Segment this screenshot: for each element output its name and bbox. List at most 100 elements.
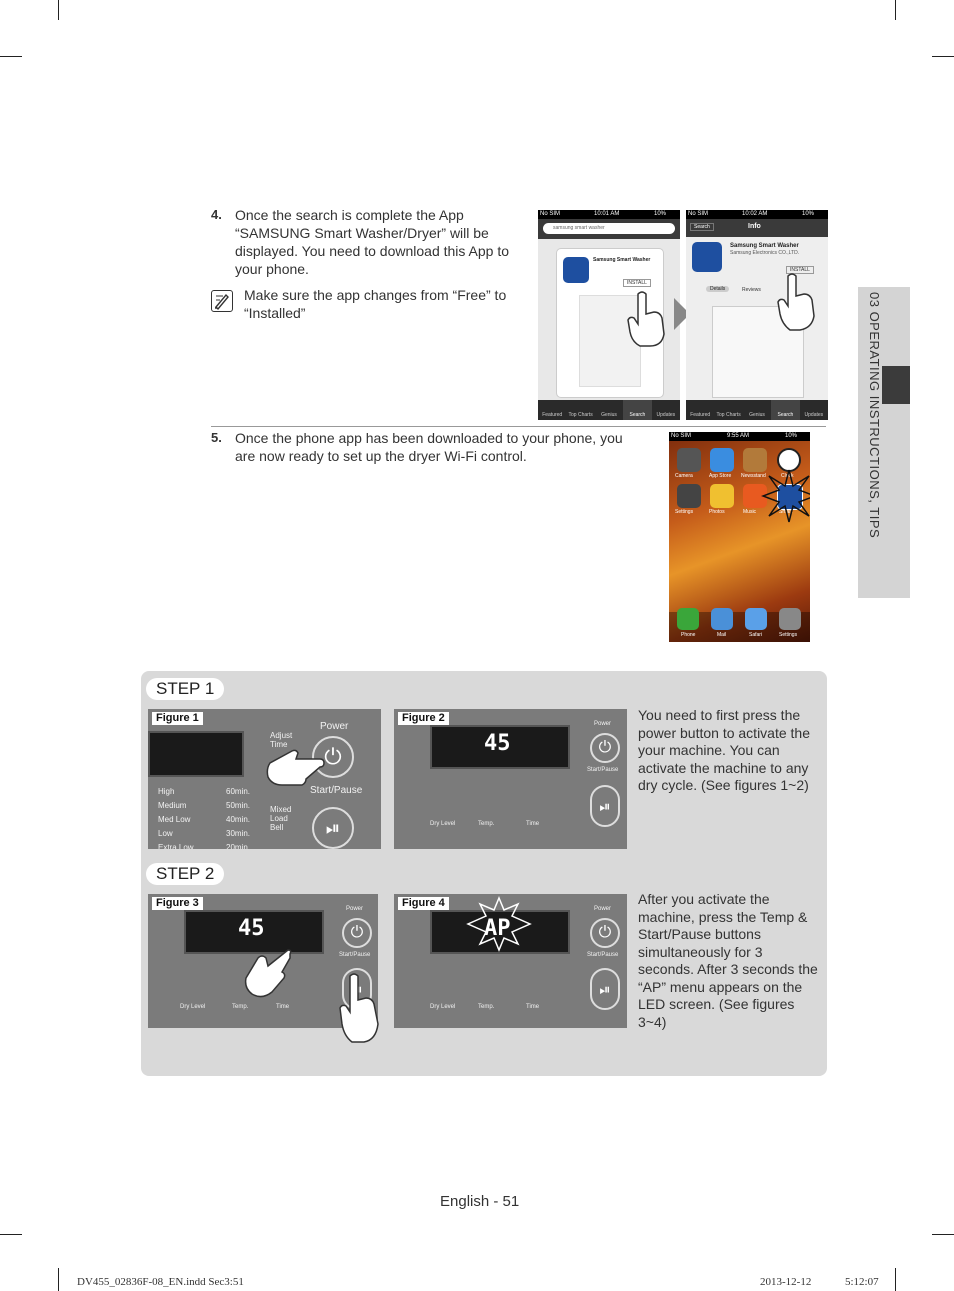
tab-search[interactable]: Search (771, 400, 800, 420)
lcd-display (148, 731, 244, 777)
lcd-display: 45 (184, 910, 324, 954)
details-tab[interactable]: Details (706, 286, 730, 292)
dock-settings[interactable] (779, 608, 801, 630)
search-input[interactable]: samsung smart washer (543, 223, 675, 234)
crop-mark (58, 1268, 59, 1291)
tab-featured[interactable]: Featured (542, 412, 563, 418)
tab-genius[interactable]: Genius (749, 412, 765, 418)
nav-title: Info (748, 223, 761, 230)
power-button[interactable]: ⏻ (590, 918, 620, 948)
app-label: Smart (779, 509, 793, 515)
print-date: 2013-12-12 (760, 1276, 812, 1288)
developer: Samsung Electronics CO.,LTD. (730, 250, 800, 256)
app-label: Photos (709, 509, 725, 515)
app-app-store[interactable] (710, 448, 734, 472)
time-label: Time (276, 1004, 290, 1010)
power-label: Power (346, 906, 364, 912)
highlight-burst-icon (466, 896, 532, 952)
time-label: Time (526, 821, 540, 827)
app-photos[interactable] (710, 484, 734, 508)
app-samsung-smart[interactable] (777, 484, 803, 510)
step-number: 4. (211, 207, 222, 222)
step-2-label: STEP 2 (146, 863, 225, 885)
tab-featured[interactable]: Featured (690, 412, 711, 418)
app-label: Camera (675, 473, 693, 479)
adjust-time-label: Adjust Time (270, 731, 293, 749)
app-clock[interactable] (777, 448, 801, 472)
crop-mark (932, 56, 954, 57)
crop-mark (895, 1268, 896, 1291)
file-info: DV455_02836F-08_EN.indd Sec3:51 (77, 1276, 244, 1288)
crop-mark (58, 0, 59, 20)
start-pause-label: Start/Pause (310, 785, 363, 796)
dock-safari[interactable] (745, 608, 767, 630)
start-pause-button[interactable]: ⏯ (312, 807, 354, 849)
temp-label: Temp. (232, 1004, 249, 1010)
hand-pointer-icon (244, 949, 292, 998)
step-text: Once the search is complete the App “SAM… (235, 207, 509, 277)
search-bar[interactable]: samsung smart washer (538, 219, 680, 239)
crop-mark (895, 0, 896, 20)
status-bar: No SIM 9:55 AM 10% (669, 432, 810, 441)
tab-genius[interactable]: Genius (601, 412, 617, 418)
hand-pointer-icon (777, 273, 815, 331)
tab-updates[interactable]: Updates (804, 412, 824, 418)
step-2-description: After you activate the machine, press th… (638, 891, 818, 1030)
start-pause-label: Start/Pause (339, 952, 371, 958)
start-pause-button[interactable]: ⏯ (590, 785, 620, 827)
start-pause-button[interactable]: ⏯ (590, 968, 620, 1010)
section-divider (211, 426, 826, 427)
step-1-description: You need to first press the power button… (638, 707, 810, 793)
power-button[interactable]: ⏻ (312, 736, 354, 778)
lcd-display: AP (430, 910, 570, 954)
time-list: 60min. 50min. 40min. 30min. 20min. (226, 787, 251, 849)
install-button[interactable]: INSTALL (623, 279, 651, 287)
step-1-label: STEP 1 (146, 678, 225, 700)
app-icon (563, 257, 589, 283)
power-label: Power (320, 721, 349, 732)
status-bar: No SIM 10:02 AM 10% (686, 210, 828, 219)
app-settings-grid[interactable] (677, 484, 701, 508)
start-pause-label: Start/Pause (587, 767, 619, 773)
figure-1: Figure 1 High Medium Med Low Low Extra L… (148, 709, 381, 849)
power-button[interactable]: ⏻ (342, 918, 372, 948)
back-button[interactable]: Search (690, 223, 714, 231)
temp-label: Temp. (478, 1004, 495, 1010)
start-pause-label: Start/Pause (587, 952, 619, 958)
tab-top-charts[interactable]: Top Charts (716, 412, 741, 418)
dry-level-label: Dry Level (430, 1004, 456, 1010)
chapter-tab-label: 03 OPERATING INSTRUCTIONS, TIPS (867, 292, 882, 539)
figure-2: Figure 2 45 Dry Level Temp. Time Power ⏻… (394, 709, 627, 849)
lcd-digits: AP (484, 916, 511, 941)
figure-3: Figure 3 45 Dry Level Temp. Time Power ⏻… (148, 894, 378, 1028)
reviews-tab[interactable]: Reviews (742, 287, 761, 293)
tab-search[interactable]: Search (623, 400, 652, 420)
app-label: Newsstand (741, 473, 766, 479)
tab-top-charts[interactable]: Top Charts (568, 412, 593, 418)
crop-mark (0, 56, 22, 57)
power-button[interactable]: ⏻ (590, 733, 620, 763)
tab-updates[interactable]: Updates (656, 412, 676, 418)
print-time: 5:12:07 (845, 1276, 879, 1288)
hand-pointer-icon (266, 749, 325, 786)
app-camera[interactable] (677, 448, 701, 472)
phone-screenshot-home: No SIM 9:55 AM 10% Camera App Store News… (669, 432, 810, 642)
status-bar: No SIM 10:01 AM 10% (538, 210, 680, 219)
app-newsstand[interactable] (743, 448, 767, 472)
step-number: 5. (211, 430, 222, 445)
nav-bar: Search Info (686, 219, 828, 237)
install-button[interactable]: INSTALL (786, 266, 814, 274)
dock-mail[interactable] (711, 608, 733, 630)
phone-screenshot-info: No SIM 10:02 AM 10% Search Info Samsung … (686, 210, 828, 420)
tab-bar: Featured Top Charts Genius Search Update… (538, 400, 680, 420)
hand-pointer-icon (339, 973, 379, 1043)
app-label: Safari (749, 632, 763, 638)
figure-label: Figure 4 (398, 897, 449, 910)
dock-phone[interactable] (677, 608, 699, 630)
chapter-tab (858, 287, 910, 598)
app-title: Samsung Smart Washer (730, 243, 799, 249)
lcd-digits: 45 (238, 916, 265, 941)
page-number: English - 51 (440, 1193, 520, 1210)
figure-4: Figure 4 AP Dry Level Temp. Time Power ⏻… (394, 894, 627, 1028)
mixed-load-bell-label: Mixed Load Bell (270, 805, 292, 832)
